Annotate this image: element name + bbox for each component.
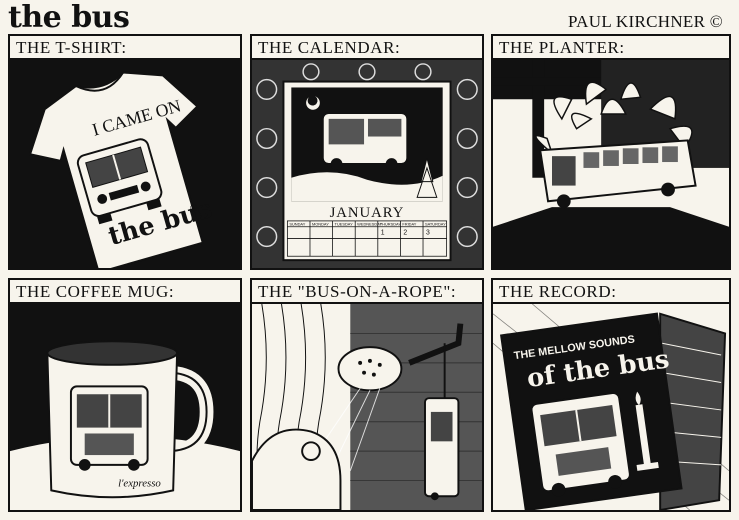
panel-t-shirt: THE T-SHIRT: I CAME ON the bus (8, 34, 242, 270)
panel-caption: THE "BUS-ON-A-ROPE": (258, 282, 457, 301)
calendar-date: 3 (426, 230, 430, 237)
weekday-label: MONDAY (312, 221, 329, 226)
calendar-art: JANUARY SUNDAY MONDAY TUESDAY WEDNESDAY … (252, 58, 482, 268)
panel-caption: THE COFFEE MUG: (16, 282, 175, 301)
weekday-label: WEDNESDAY (357, 221, 382, 226)
calendar-date: 1 (381, 230, 385, 237)
strip-title: the bus (8, 0, 130, 35)
planter-art (493, 58, 729, 268)
panel-coffee-mug: THE COFFEE MUG: l'expresso (8, 278, 242, 512)
panel-caption: THE RECORD: (499, 282, 617, 301)
panel-calendar: THE CALENDAR: JANUARY (250, 34, 484, 270)
weekday-label: SATURDAY (425, 221, 446, 226)
mug-inscription: l'expresso (118, 477, 161, 489)
panel-caption: THE T-SHIRT: (16, 38, 127, 57)
author-credit: PAUL KIRCHNER © (567, 12, 723, 31)
panel-record: THE RECORD: THE MELLOW SOUNDS of the bus (491, 278, 731, 512)
coffee-mug-art: l'expresso (10, 302, 240, 510)
weekday-label: THURSDAY (380, 221, 402, 226)
record-art: THE MELLOW SOUNDS of the bus (493, 302, 729, 510)
panel-caption: THE PLANTER: (499, 38, 625, 57)
weekday-label: FRIDAY (402, 221, 416, 226)
panel-bus-on-a-rope: THE "BUS-ON-A-ROPE": (250, 278, 484, 512)
panel-planter: THE PLANTER: (491, 34, 731, 270)
t-shirt-art: I CAME ON the bus ® (10, 58, 240, 268)
panel-caption: THE CALENDAR: (258, 38, 401, 57)
bus-on-a-rope-art (252, 302, 482, 510)
weekday-label: TUESDAY (335, 221, 354, 226)
weekday-label: SUNDAY (289, 221, 305, 226)
calendar-date: 2 (403, 230, 407, 237)
shirt-registered-mark: ® (188, 202, 200, 215)
calendar-month: JANUARY (330, 205, 405, 221)
